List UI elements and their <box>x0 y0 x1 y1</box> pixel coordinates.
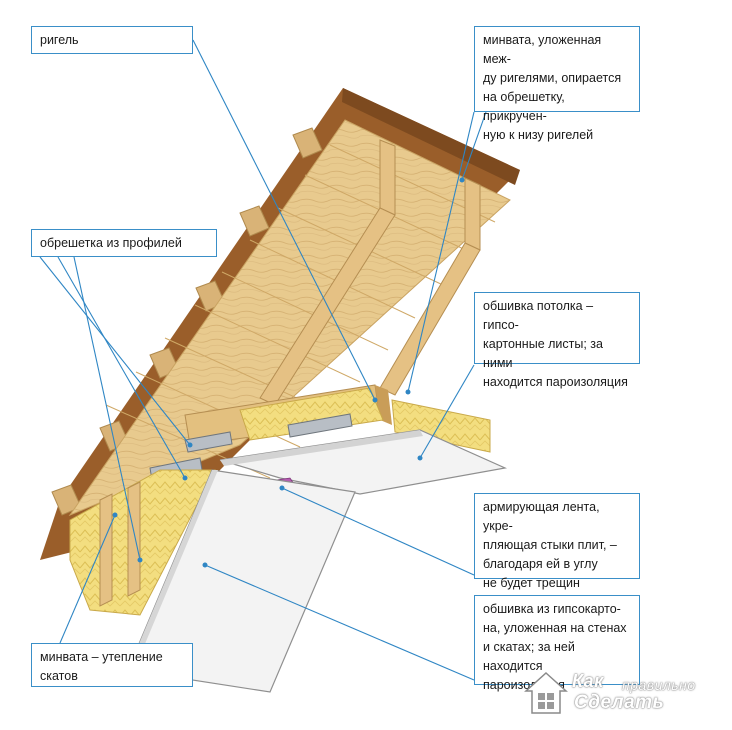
callout-rigel-text: ригель <box>40 33 79 47</box>
callout-line: на обрешетку, прикручен- <box>483 90 565 123</box>
callout-line: обшивка из гипсокарто- <box>483 602 621 616</box>
roof-sheathing-edge <box>342 88 520 185</box>
watermark-word-3: Сделать <box>574 692 665 713</box>
callout-line: скатов <box>40 669 78 683</box>
house-logo-icon <box>524 671 568 714</box>
callout-ceiling-drywall: обшивка потолка – гипсо- картонные листы… <box>474 292 640 389</box>
callout-line: армирующая лента, укре- <box>483 500 600 533</box>
callout-rigel: ригель <box>31 26 193 54</box>
callout-line: обшивка потолка – гипсо- <box>483 299 594 332</box>
watermark: Как правильно Сделать <box>520 669 720 719</box>
leader-dots <box>112 177 465 568</box>
callout-line: не будет трещин <box>483 576 580 590</box>
callout-line: картонные листы; за ними <box>483 337 603 370</box>
callout-line: благодаря ей в углу <box>483 557 598 571</box>
wall-drywall-edge <box>128 470 218 670</box>
ceiling-drywall-edge <box>220 430 423 466</box>
callout-reinforcing-tape: армирующая лента, укре- пляющая стыки пл… <box>474 493 640 590</box>
callout-minvata-between-rafters: минвата, уложенная меж- ду ригелями, опи… <box>474 26 640 142</box>
ceiling-drywall <box>219 429 508 495</box>
watermark-word-2: правильно <box>622 677 696 693</box>
callout-line: минвата, уложенная меж- <box>483 33 602 66</box>
callout-line: и скатах; за ней находится <box>483 640 575 673</box>
callout-minvata-slopes: минвата – утепление скатов <box>31 643 193 687</box>
callout-obreshetka: обрешетка из профилей <box>31 229 217 257</box>
leader-lines <box>39 39 487 681</box>
rafter-ends <box>51 127 323 516</box>
ceiling-insulation <box>239 387 384 441</box>
callout-line: на, уложенная на стенах <box>483 621 627 635</box>
ceiling-insulation-right <box>391 399 491 453</box>
callout-obreshetka-text: обрешетка из профилей <box>40 236 182 250</box>
slope-studs <box>99 481 141 607</box>
callout-line: ную к низу ригелей <box>483 128 594 142</box>
watermark-word-1: Как <box>572 671 604 691</box>
callout-line: ду ригелями, опирается <box>483 71 622 85</box>
callout-line: минвата – утепление <box>40 650 163 664</box>
callout-line: пляющая стыки плит, – <box>483 538 617 552</box>
callout-line: находится пароизоляция <box>483 375 628 389</box>
ceiling-joist-side <box>375 385 392 425</box>
